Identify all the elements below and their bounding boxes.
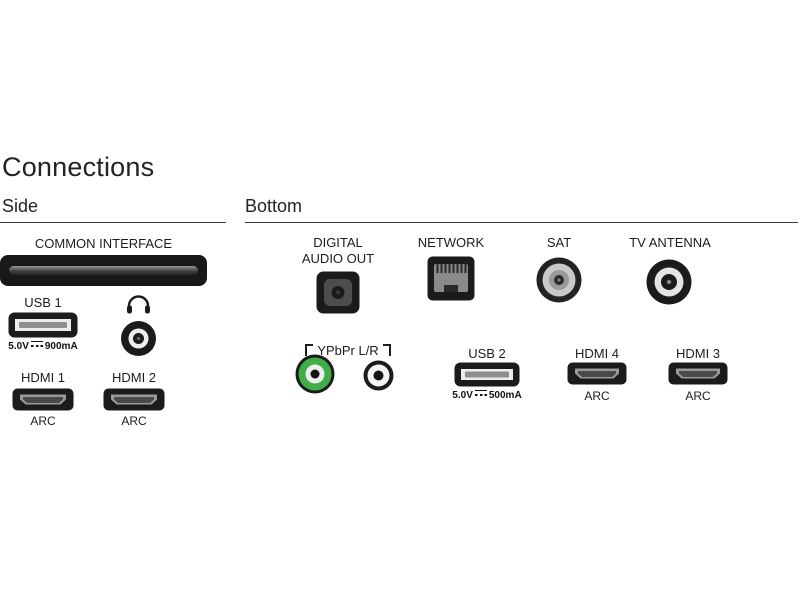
optical-audio-port-icon	[316, 271, 360, 314]
hdmi4-label: HDMI 4	[574, 346, 620, 361]
bracket-left-icon	[305, 344, 314, 356]
tv-antenna-connector-icon	[646, 259, 692, 305]
usb1-label: USB 1	[24, 295, 62, 310]
hdmi2-arc-tag: ARC	[121, 414, 147, 428]
hdmi3-arc-tag: ARC	[685, 389, 711, 403]
audio-lr-rca-icon	[363, 360, 394, 391]
section-title-side: Side	[2, 196, 39, 216]
usb1-port-icon	[8, 312, 78, 338]
hdmi4-port-icon	[567, 362, 627, 385]
sat-connector-icon	[536, 257, 582, 303]
common-interface-label: COMMON INTERFACE	[34, 236, 173, 251]
digital-audio-out-label: DIGITAL AUDIO OUT	[293, 235, 383, 267]
digital-audio-out-line1: DIGITAL	[313, 235, 363, 250]
hdmi2-label: HDMI 2	[111, 370, 157, 385]
ypbpr-rca-green-icon	[295, 354, 335, 394]
sat-label: SAT	[546, 235, 572, 250]
bracket-right-icon	[382, 344, 391, 356]
usb2-current: 500mA	[488, 390, 522, 401]
hdmi1-label: HDMI 1	[20, 370, 66, 385]
usb1-current: 900mA	[44, 341, 78, 352]
headphones-icon	[127, 295, 150, 314]
headphone-jack-icon	[121, 321, 156, 356]
hdmi3-port-icon	[668, 362, 728, 385]
page-title: Connections	[2, 152, 155, 182]
bottom-section-divider	[245, 222, 798, 223]
usb2-port-icon	[454, 362, 520, 387]
common-interface-slot-icon	[0, 255, 207, 286]
dc-symbol-icon	[474, 390, 487, 398]
usb2-power-spec: 5.0V 500mA	[442, 390, 532, 401]
hdmi4-arc-tag: ARC	[584, 389, 610, 403]
ethernet-port-icon	[427, 256, 475, 301]
hdmi3-label: HDMI 3	[675, 346, 721, 361]
digital-audio-out-line2: AUDIO OUT	[301, 251, 375, 266]
side-section-divider	[0, 222, 226, 223]
ci-slot-opening	[9, 266, 198, 275]
network-label: NETWORK	[417, 235, 485, 250]
hdmi1-port-icon	[12, 388, 74, 411]
usb1-power-spec: 5.0V 900mA	[0, 341, 89, 352]
usb2-label: USB 2	[468, 346, 506, 361]
usb2-voltage: 5.0V	[452, 390, 473, 401]
hdmi1-arc-tag: ARC	[30, 414, 56, 428]
ypbpr-label: YPbPr L/R	[290, 343, 406, 359]
usb1-voltage: 5.0V	[8, 341, 29, 352]
dc-symbol-icon	[30, 341, 43, 349]
ypbpr-label-text: YPbPr L/R	[317, 343, 379, 358]
section-title-bottom: Bottom	[245, 196, 303, 216]
tv-antenna-label: TV ANTENNA	[629, 235, 711, 250]
hdmi2-port-icon	[103, 388, 165, 411]
